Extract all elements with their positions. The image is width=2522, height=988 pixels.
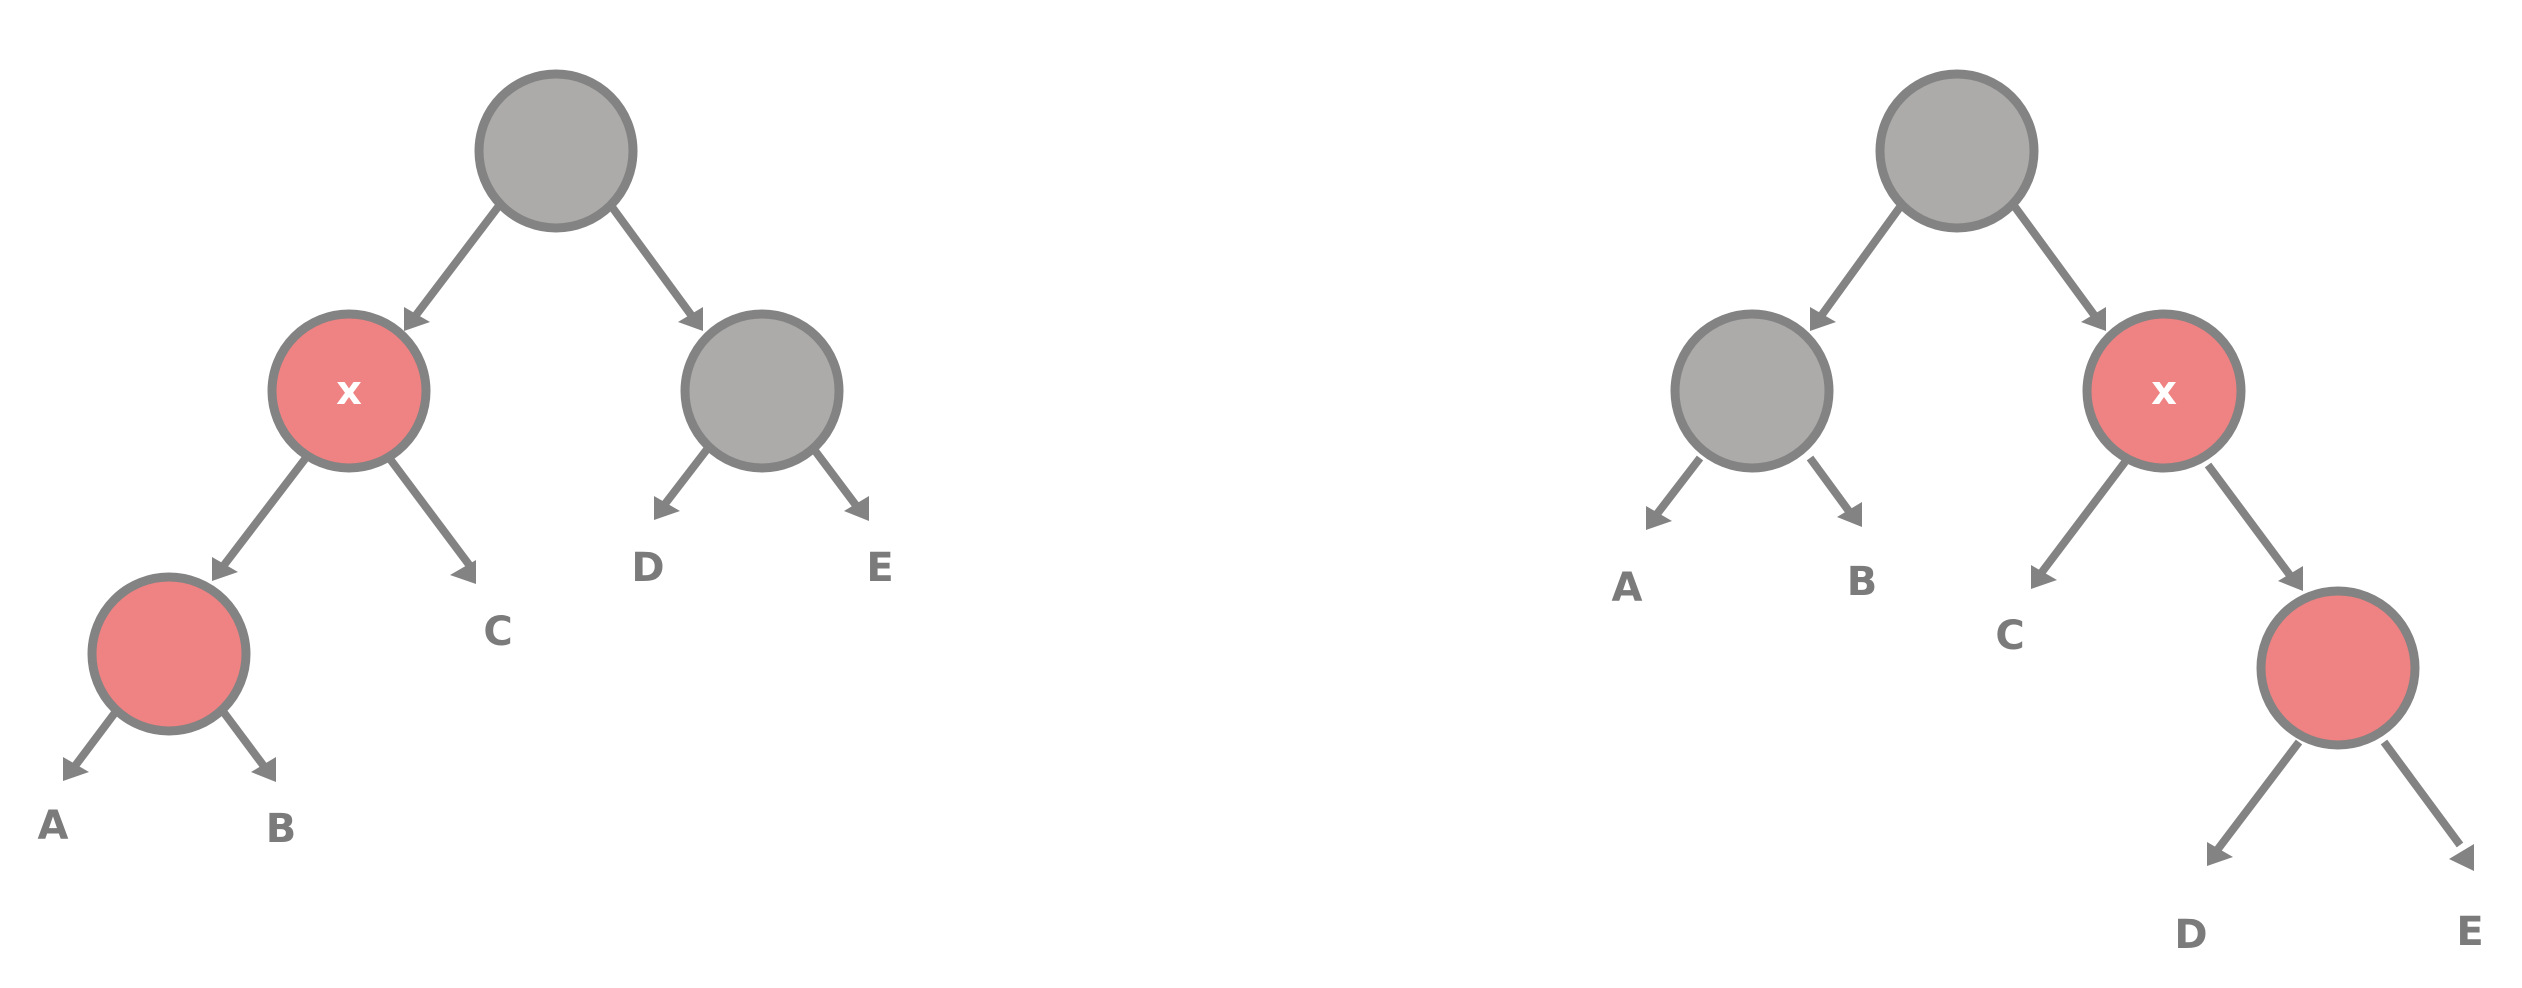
edge-red-child-to-b <box>218 707 270 772</box>
right-leaf-d: D <box>2174 912 2207 958</box>
arrowhead <box>1646 506 1672 530</box>
left-leaf-d: D <box>631 545 664 591</box>
arrowhead <box>2207 842 2233 866</box>
arrowhead <box>251 757 276 782</box>
left-leaf-a: A <box>38 803 69 849</box>
left-right-child-node <box>680 309 844 473</box>
arrowhead <box>654 496 680 520</box>
edge-right-child-to-d <box>661 445 712 507</box>
edge-red-child-to-d <box>2214 739 2303 852</box>
arrowhead <box>2278 566 2303 591</box>
edge-red-child-to-a <box>71 707 121 769</box>
left-leaf-b: B <box>266 806 297 852</box>
edge-root-to-right-child <box>608 204 701 326</box>
arrowhead <box>212 557 238 581</box>
right-leaf-a: A <box>1612 565 1643 611</box>
arrowhead <box>2031 565 2057 589</box>
edge-x-to-c <box>2038 459 2129 575</box>
arrowhead <box>63 757 89 781</box>
arrowhead <box>404 307 430 331</box>
left-node-x <box>267 309 431 473</box>
arrowhead <box>678 307 703 331</box>
right-leaf-c: C <box>1995 613 2024 659</box>
right-red-child-node <box>2256 586 2420 750</box>
edge-left-child-to-a <box>1653 455 1704 517</box>
arrowhead <box>450 560 476 584</box>
right-node-x-label: x <box>2151 368 2177 414</box>
left-tree: x A B C D E <box>38 69 894 852</box>
right-leaf-e: E <box>2456 909 2483 955</box>
right-left-child-node <box>1670 309 1834 473</box>
left-leaf-e: E <box>866 545 893 591</box>
edge-left-child-to-b <box>1806 455 1855 517</box>
right-tree-edges <box>1646 204 2474 871</box>
arrowhead <box>1810 307 1836 331</box>
left-leaf-c: C <box>483 609 512 655</box>
left-red-child-node <box>87 572 251 736</box>
arrowhead <box>844 496 869 521</box>
right-tree: x A B C D E <box>1612 69 2484 958</box>
right-leaf-b: B <box>1847 559 1878 605</box>
arrowhead <box>1837 502 1862 527</box>
edge-right-child-to-e <box>809 445 862 511</box>
arrowhead <box>2449 844 2474 871</box>
arrowhead <box>2081 307 2106 331</box>
left-node-x-label: x <box>336 368 362 414</box>
edge-red-child-to-e <box>2380 739 2464 848</box>
right-root-node <box>1875 69 2039 233</box>
edge-root-to-left-child <box>1812 204 1904 326</box>
edge-x-to-red-child <box>214 456 309 576</box>
edge-x-to-c <box>386 456 474 569</box>
edge-root-to-x <box>406 204 502 326</box>
right-node-x <box>2082 309 2246 473</box>
edge-x-to-red-child <box>2204 462 2296 581</box>
left-root-node <box>474 69 638 233</box>
edge-root-to-x <box>2011 204 2104 326</box>
left-tree-edges <box>63 204 869 782</box>
